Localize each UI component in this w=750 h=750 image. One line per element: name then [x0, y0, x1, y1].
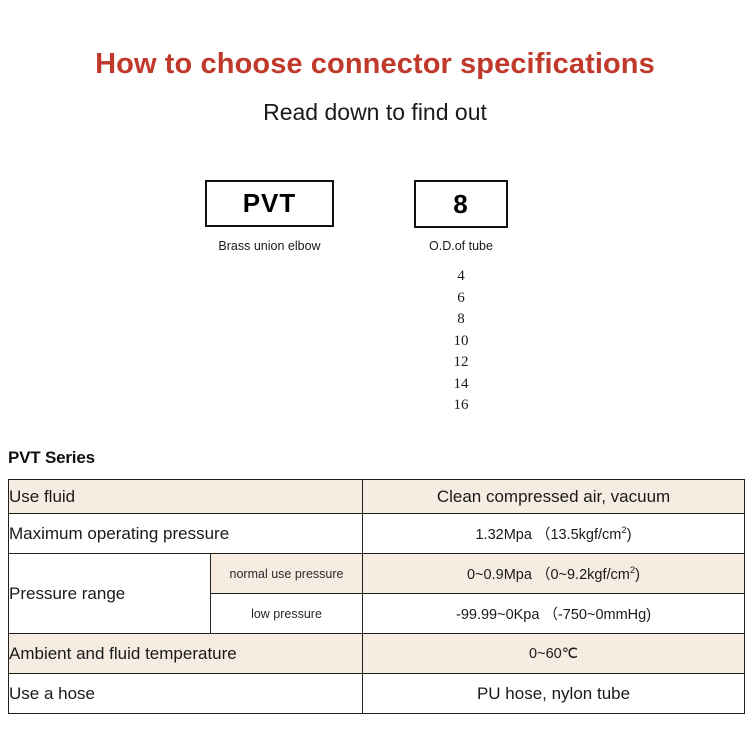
- spec-table-heading: PVT Series: [8, 448, 95, 467]
- spec-label-use-a-hose: Use a hose: [7, 673, 364, 714]
- page-subtitle: Read down to find out: [263, 99, 487, 125]
- tube-size-code-box: 8: [414, 180, 508, 228]
- value-tail: ): [635, 567, 641, 583]
- spec-label-use-fluid: Use fluid: [7, 479, 364, 514]
- spec-sublabel-normal-use-pressure: normal use pressure: [209, 553, 364, 594]
- list-item: 8: [457, 311, 465, 327]
- specifications-table: Use fluid Clean compressed air, vacuum M…: [7, 479, 746, 714]
- page-title: How to choose connector specifications: [95, 48, 655, 80]
- value-tail: ): [626, 527, 632, 543]
- value-text: 0~0.9Mpa （0~9.2kgf/cm: [467, 567, 630, 583]
- list-item: 16: [453, 397, 469, 413]
- table-row: Pressure range normal use pressure 0~0.9…: [8, 553, 746, 634]
- series-code-caption: Brass union elbow: [218, 239, 321, 253]
- unit-exponent: 2: [629, 565, 636, 577]
- spec-label-pressure-range: Pressure range: [8, 553, 211, 634]
- list-item: 10: [453, 332, 469, 349]
- value-text: 1.32Mpa （13.5kgf/cm: [475, 527, 622, 543]
- table-row: Maximum operating pressure 1.32Mpa （13.5…: [7, 513, 746, 554]
- list-item: 6: [457, 289, 465, 306]
- spec-value-max-operating-pressure: 1.32Mpa （13.5kgf/cm2): [362, 513, 746, 554]
- spec-label-max-operating-pressure: Maximum operating pressure: [7, 513, 364, 554]
- tube-size-caption: O.D.of tube: [429, 239, 493, 253]
- spec-value-ambient-fluid-temperature: 0~60℃: [362, 633, 746, 674]
- table-row: Use a hose PU hose, nylon tube: [7, 673, 746, 714]
- spec-value-use-fluid: Clean compressed air, vacuum: [362, 479, 746, 514]
- list-item: 4: [457, 268, 465, 284]
- tube-size-option-list: 4 6 8 10 12 14 16: [414, 266, 508, 417]
- table-row: Ambient and fluid temperature 0~60℃: [7, 633, 746, 674]
- list-item: 14: [453, 375, 469, 392]
- unit-exponent: 2: [621, 525, 627, 537]
- spec-sublabel-low-pressure: low pressure: [209, 593, 364, 634]
- table-row: Use fluid Clean compressed air, vacuum: [7, 479, 746, 514]
- spec-value-low-pressure: -99.99~0Kpa （-750~0mmHg): [362, 593, 746, 634]
- spec-label-ambient-fluid-temperature: Ambient and fluid temperature: [7, 633, 364, 674]
- series-code-box: PVT: [205, 180, 334, 227]
- spec-value-normal-use-pressure: 0~0.9Mpa （0~9.2kgf/cm2): [362, 553, 746, 594]
- list-item: 12: [453, 354, 469, 370]
- spec-value-use-a-hose: PU hose, nylon tube: [362, 673, 746, 714]
